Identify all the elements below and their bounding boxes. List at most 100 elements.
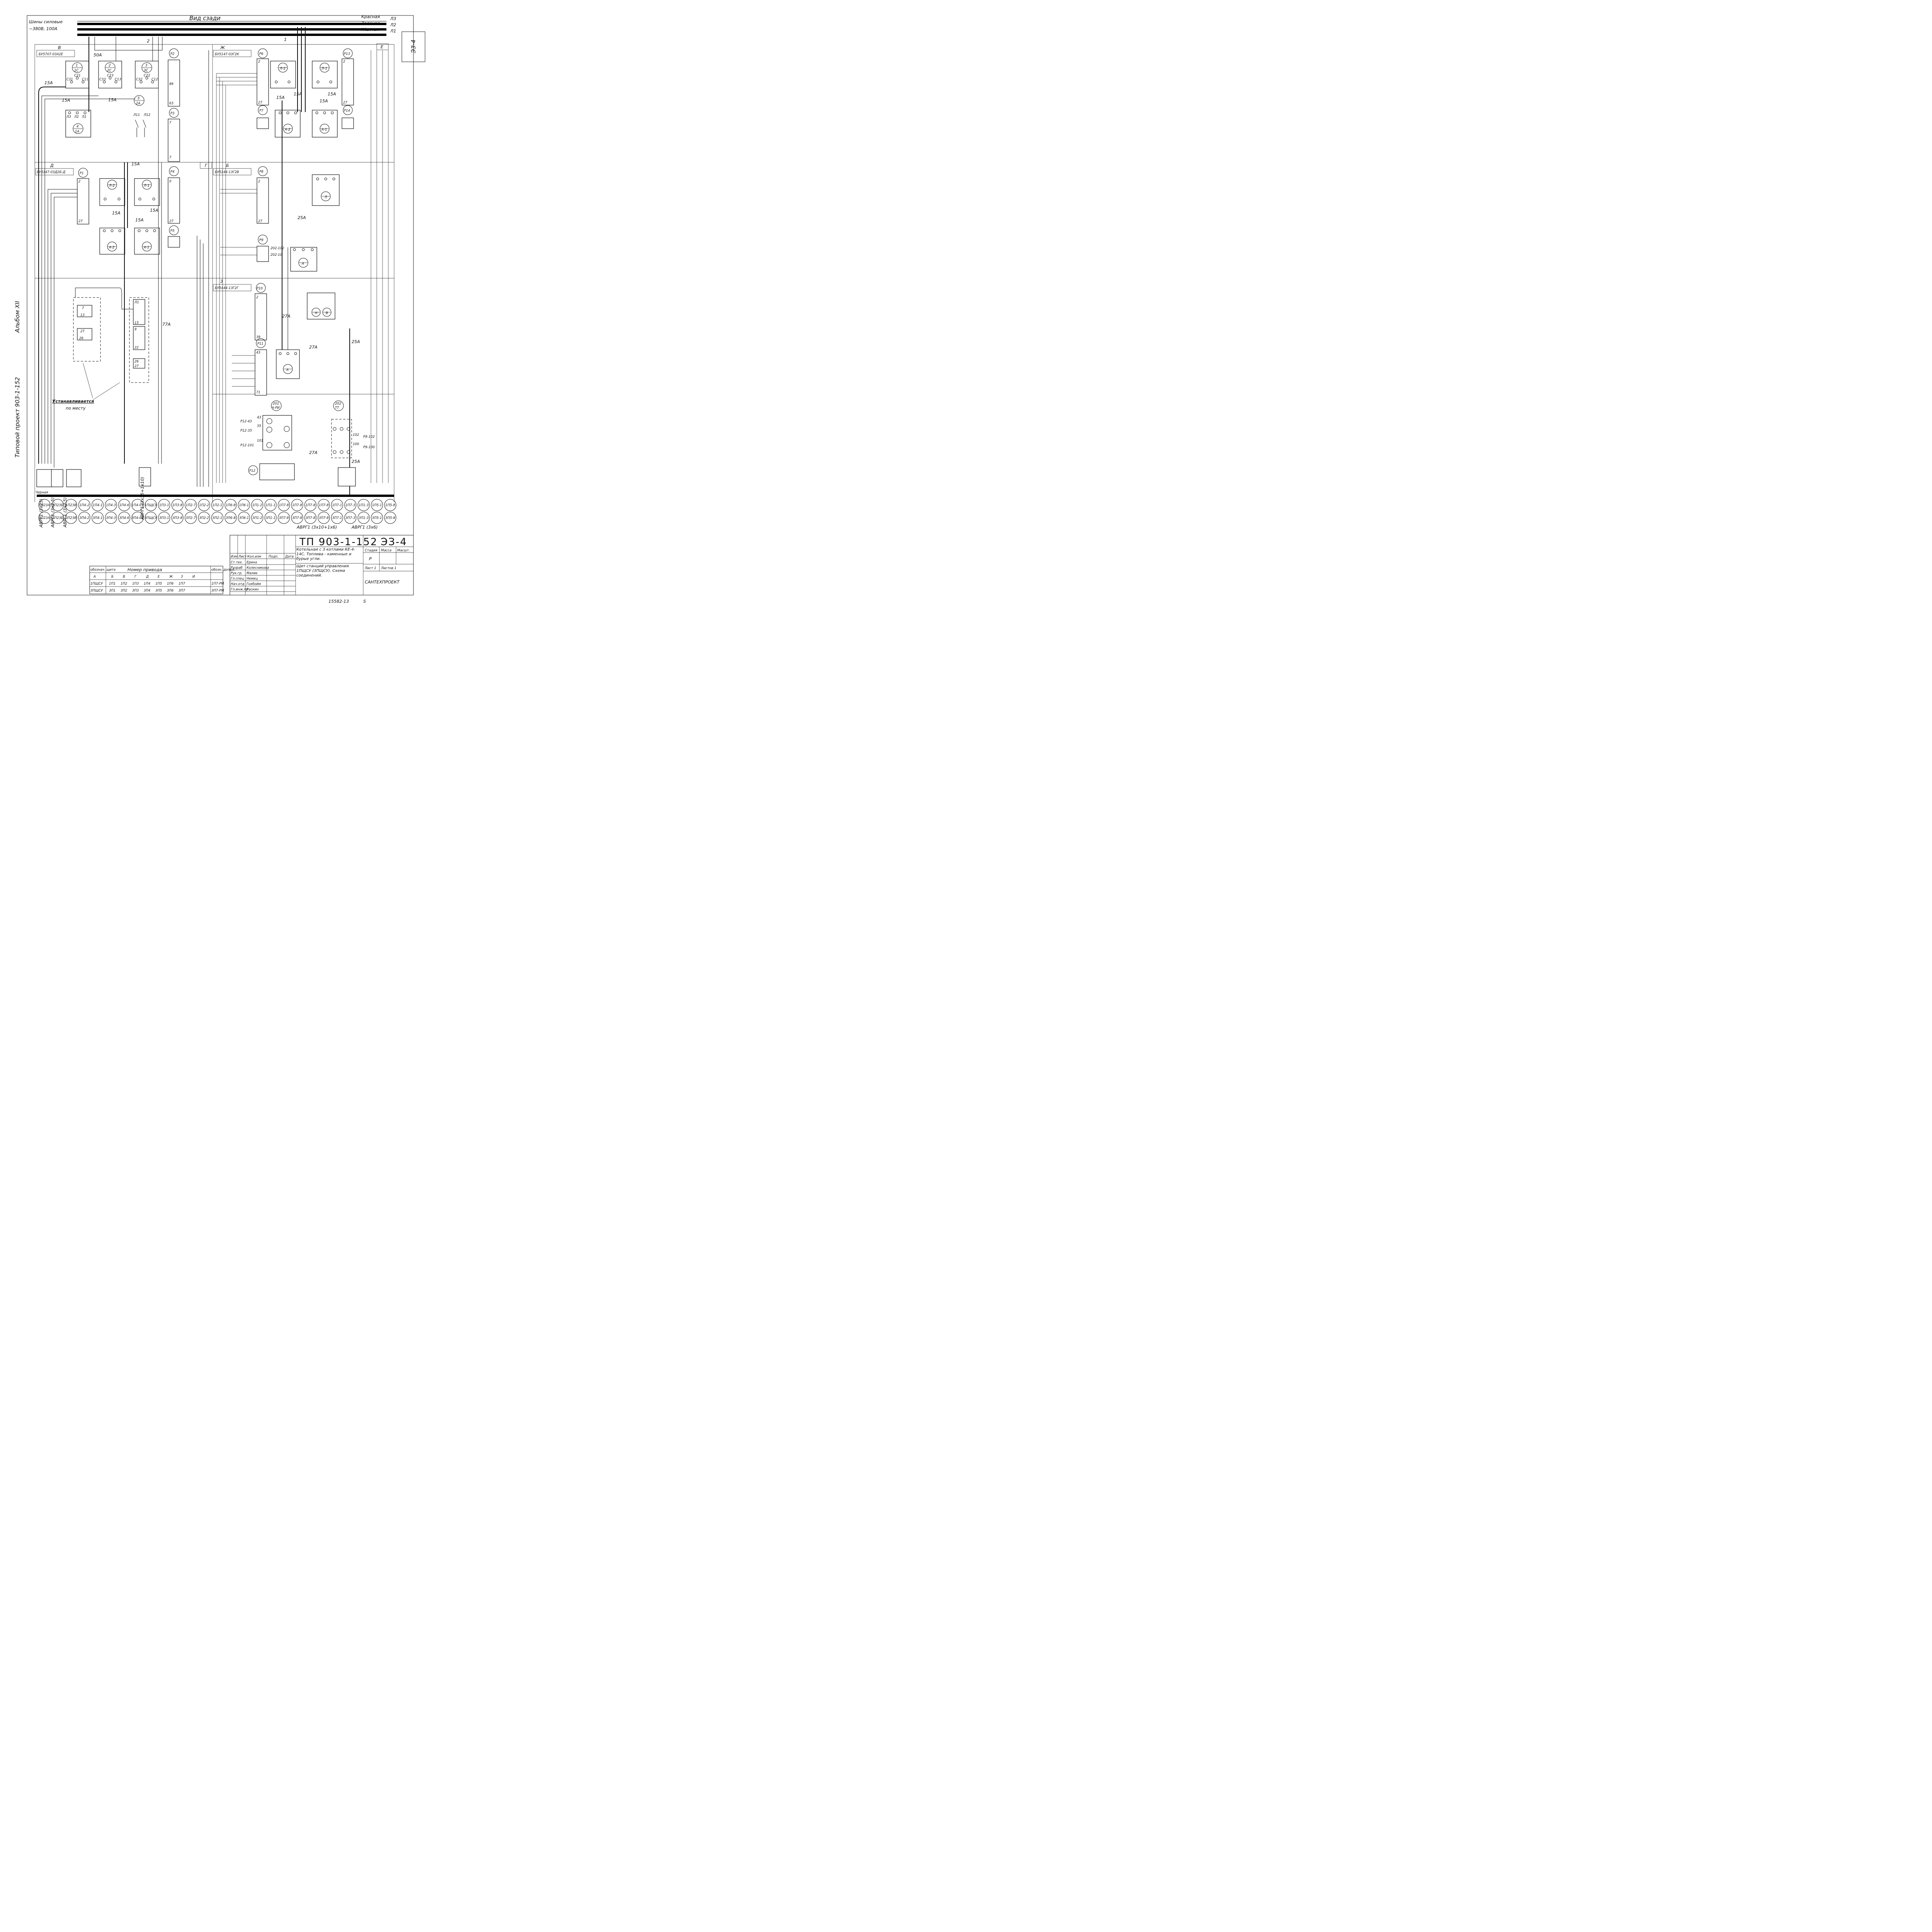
- panel-g-label: Г: [200, 162, 212, 169]
- svg-text:Р6: Р6: [259, 52, 264, 56]
- drive-cell: 1П5: [155, 582, 162, 586]
- terminal-label: 1П3-8: [172, 503, 182, 507]
- device-4: Л3 Л2 Л1 4 1А: [65, 110, 91, 138]
- cable-label-2: АВРГ1 (3х2,5): [50, 497, 55, 528]
- svg-text:2: 2: [78, 180, 80, 184]
- svg-text:Б: Б: [226, 163, 229, 168]
- relay-p5: Р5: [168, 225, 180, 248]
- terminal-circle: [65, 512, 77, 524]
- device-2: 2 2С С33 С23 С13: [98, 61, 122, 88]
- wire-loop: [75, 287, 133, 310]
- phase-color-yellow: Желтая: [361, 27, 379, 32]
- phase-name-l3: Л3: [390, 16, 396, 21]
- terminal-circle: [171, 499, 184, 511]
- svg-text:27: 27: [258, 219, 262, 223]
- terminal-circle: [65, 499, 77, 511]
- wire-label-77a: 77А: [162, 322, 171, 327]
- wire-label-15a-1: 15А: [44, 80, 53, 85]
- project-label: Типовой проект 903-1-152: [14, 377, 21, 457]
- terminal-label: 1П4-3: [106, 503, 116, 507]
- relay-p12: Р12: [248, 463, 295, 480]
- terminal-label: 3П2-1: [213, 516, 223, 520]
- wire-label-15a-7: 15А: [135, 218, 144, 223]
- terminal-label: 3П4-2: [79, 516, 89, 520]
- terminal-circle: [118, 499, 131, 511]
- svg-text:22: 22: [134, 346, 139, 350]
- svg-text:Л1: Л1: [82, 115, 87, 119]
- svg-text:43: 43: [257, 416, 261, 420]
- terminal-label: 3П6-1: [239, 516, 249, 520]
- svg-text:9: 9: [134, 328, 136, 332]
- svg-text:А: А: [301, 262, 304, 266]
- terminal-circle: [198, 499, 210, 511]
- terminal-label: 3ПЩСУ: [145, 516, 157, 520]
- terminal-circle: [331, 499, 343, 511]
- svg-text:Р4: Р4: [170, 170, 175, 174]
- drive-col-header: Д: [146, 575, 149, 579]
- svg-text:2С: 2С: [107, 69, 111, 73]
- role-title: Нач.отд: [231, 582, 244, 586]
- motor-a-lower: А: [276, 349, 300, 379]
- dashed-enclosure-right: [129, 297, 149, 383]
- archive-number: 15582-13: [328, 599, 349, 604]
- panel-z-label: З БУ5444-13Г2Г: [213, 279, 252, 291]
- svg-text:4: 4: [77, 125, 78, 129]
- svg-text:С13: С13: [115, 78, 121, 82]
- terminal-circle: [38, 499, 51, 511]
- bus-number-1: 1: [284, 37, 287, 42]
- panel-e-label: Е: [376, 43, 389, 50]
- bottom-bus-label: Черная: [36, 491, 48, 495]
- svg-text:Л11: Л11: [133, 113, 140, 117]
- revision-header: Подп.: [269, 555, 279, 559]
- terminal-block-bottom: 26 27: [133, 358, 145, 369]
- motor-a-right: А: [290, 247, 317, 272]
- power-bus-spec: ~380В, 100А: [29, 26, 57, 31]
- svg-text:13: 13: [80, 313, 85, 317]
- terminal-label: 3П7-8: [306, 516, 316, 520]
- stage-value: Р: [369, 556, 372, 561]
- svg-text:БУ5144-13Г2В: БУ5144-13Г2В: [215, 170, 239, 174]
- svg-text:27: 27: [343, 101, 347, 105]
- drive-cell: 1П7-РМ: [211, 582, 224, 586]
- svg-text:89: 89: [169, 82, 173, 86]
- drive-cell: 1П7: [179, 582, 185, 586]
- object-description: Котельная с 3 котлами КЕ-4-14С. Топлива …: [296, 548, 355, 561]
- svg-text:7: 7: [82, 306, 84, 310]
- terminal-circle: [131, 512, 144, 524]
- terminal-circle: [344, 512, 357, 524]
- drive-col-header: В: [123, 575, 125, 579]
- svg-text:А-1: А-1: [321, 128, 327, 132]
- svg-text:С21: С21: [74, 74, 81, 78]
- terminal-block-left: 7 13 27 26: [77, 305, 92, 340]
- terminal-circle: [185, 499, 197, 511]
- terminal-label: 3П1-3: [359, 516, 369, 520]
- drive-col-header: Ж: [169, 575, 173, 579]
- svg-text:15: 15: [134, 321, 139, 325]
- install-note-line1: Устанавливается: [52, 399, 94, 404]
- terminal-circle: [92, 512, 104, 524]
- revision-header: Кол.изм: [247, 555, 261, 559]
- svg-text:2: 2: [109, 64, 111, 68]
- svg-text:27: 27: [169, 219, 173, 223]
- terminal-circle: [304, 512, 316, 524]
- svg-text:С22: С22: [144, 74, 150, 78]
- terminal-label: 1П7-1: [332, 503, 342, 507]
- terminal-label: 1П5-8: [385, 503, 395, 507]
- terminal-label: 3П7-3: [345, 516, 355, 520]
- svg-text:2: 2: [343, 60, 345, 64]
- wire-label-50a: 50А: [94, 53, 102, 58]
- drive-table: обознач. щита Номер привода обозн. допол…: [89, 566, 235, 594]
- terminal-circle: [371, 512, 383, 524]
- drive-col-header: Е: [158, 575, 160, 579]
- relay-p1: Р1 2 27: [77, 168, 89, 224]
- wire-label-15a-11: 15А: [320, 99, 328, 104]
- motor-a1-mid: А-1: [134, 228, 160, 255]
- svg-text:Р5: Р5: [170, 229, 175, 233]
- terminal-circle: [105, 512, 117, 524]
- terminal-label: 1П7-8: [279, 503, 289, 507]
- svg-text:43: 43: [256, 351, 260, 355]
- svg-text:БУ5147-03Г2К: БУ5147-03Г2К: [215, 53, 240, 56]
